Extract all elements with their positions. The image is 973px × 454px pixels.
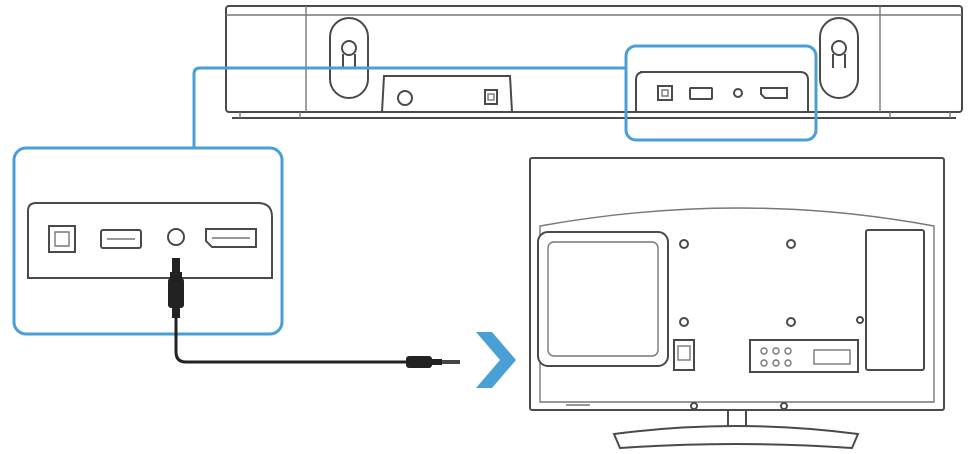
tv-io-ports [760, 347, 851, 367]
aux-cable [174, 318, 460, 368]
aux-plug-icon [168, 258, 184, 318]
power-port-panel [380, 75, 514, 113]
soundbar-port-panel-small [635, 71, 809, 113]
aux-port-icon [167, 228, 185, 246]
chevron-right-icon [476, 332, 516, 388]
soundbar-rear-panel [225, 5, 963, 119]
zoomed-port-panel [12, 146, 284, 336]
usb-port-icon [100, 229, 142, 249]
right-wall-mount-keyhole [819, 17, 859, 99]
optical-port-icon [48, 225, 76, 253]
port-highlight-box [624, 44, 818, 142]
tv-rear-view [529, 157, 945, 450]
hdmi-port-icon [205, 228, 257, 248]
zoom-callout-line [192, 66, 626, 148]
left-wall-mount-keyhole [329, 17, 369, 99]
